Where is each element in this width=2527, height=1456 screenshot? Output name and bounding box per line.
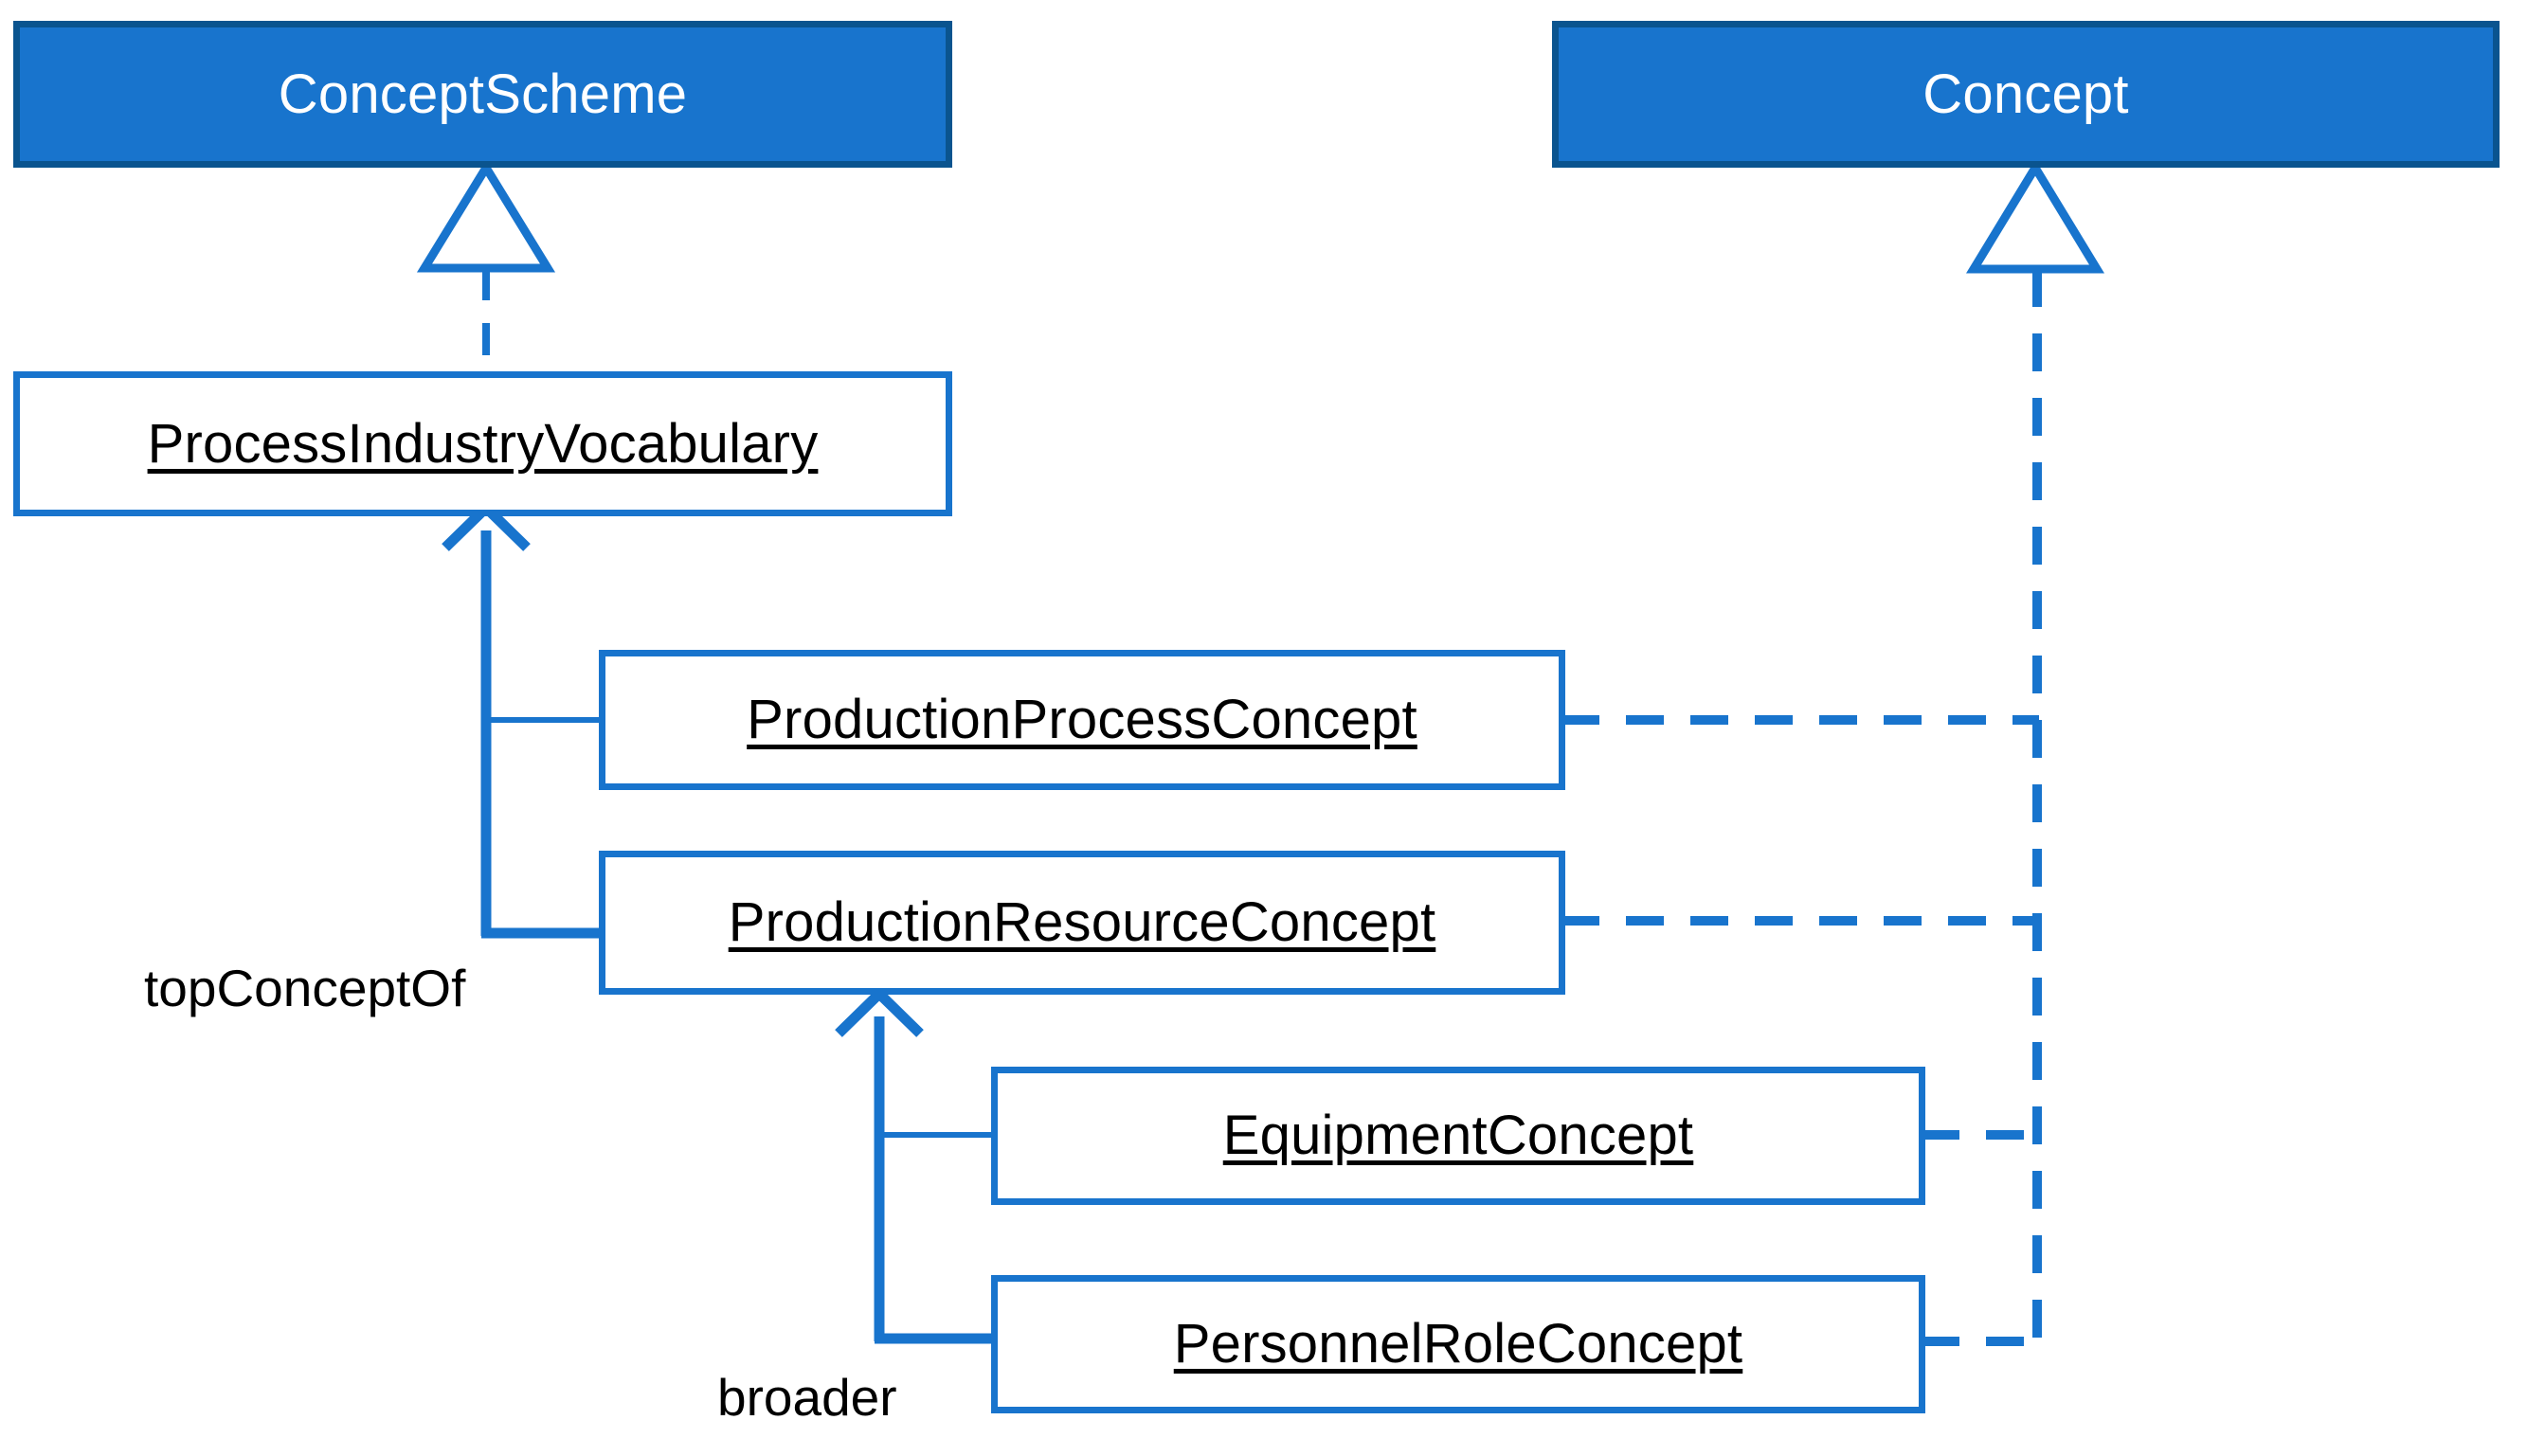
node-production-process-concept[interactable]: ProductionProcessConcept xyxy=(599,650,1565,790)
node-concept-scheme[interactable]: ConceptScheme xyxy=(13,21,952,168)
realization-triangle-concept xyxy=(1966,159,2104,274)
node-equipment-concept-label: EquipmentConcept xyxy=(1222,1105,1694,1166)
association-top-concept-of xyxy=(442,500,603,939)
node-concept[interactable]: Concept xyxy=(1552,21,2500,168)
node-concept-scheme-label: ConceptScheme xyxy=(278,63,688,125)
node-process-industry-vocabulary[interactable]: ProcessIndustryVocabulary xyxy=(13,371,952,516)
realization-vocabulary-to-conceptscheme xyxy=(416,159,556,373)
realization-concepts-to-concept xyxy=(1561,159,2104,1346)
node-concept-label: Concept xyxy=(1922,63,2129,125)
association-broader xyxy=(835,986,995,1344)
node-production-resource-concept[interactable]: ProductionResourceConcept xyxy=(599,851,1565,995)
node-personnel-role-concept[interactable]: PersonnelRoleConcept xyxy=(991,1275,1925,1413)
node-personnel-role-concept-label: PersonnelRoleConcept xyxy=(1173,1313,1743,1375)
realization-triangle-conceptscheme xyxy=(416,159,556,273)
node-process-industry-vocabulary-label: ProcessIndustryVocabulary xyxy=(147,412,819,475)
node-production-resource-concept-label: ProductionResourceConcept xyxy=(728,891,1436,953)
node-equipment-concept[interactable]: EquipmentConcept xyxy=(991,1067,1925,1205)
node-production-process-concept-label: ProductionProcessConcept xyxy=(747,689,1417,750)
edge-label-broader: broader xyxy=(717,1368,897,1427)
edge-label-top-concept-of: topConceptOf xyxy=(144,959,466,1017)
